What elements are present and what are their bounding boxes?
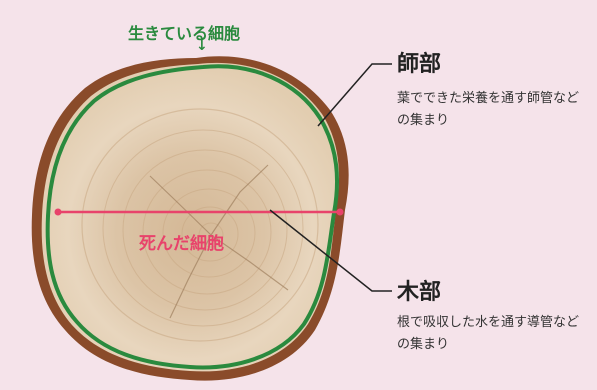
xylem-leader-line	[269, 209, 392, 292]
arrow-down-icon: ↓	[196, 38, 208, 54]
phloem-title: 師部	[397, 51, 442, 77]
phloem-leader-line	[317, 63, 392, 127]
dead-cells-label: 死んだ細胞	[139, 234, 224, 254]
growth-rings	[81, 108, 319, 342]
xylem-description: 根で吸収した水を通す導管などの集まり	[397, 315, 580, 352]
xylem-title: 木部	[397, 279, 442, 305]
wood-body	[41, 62, 340, 372]
radial-cracks	[149, 164, 289, 319]
diameter-endpoint-left	[54, 208, 62, 216]
living-cells-label: 生きている細胞	[128, 24, 241, 43]
diameter-endpoint-right	[336, 208, 344, 216]
living-cell-outline	[45, 64, 339, 370]
phloem-description: 葉でできた栄養を通す師管などの集まり	[397, 91, 580, 128]
